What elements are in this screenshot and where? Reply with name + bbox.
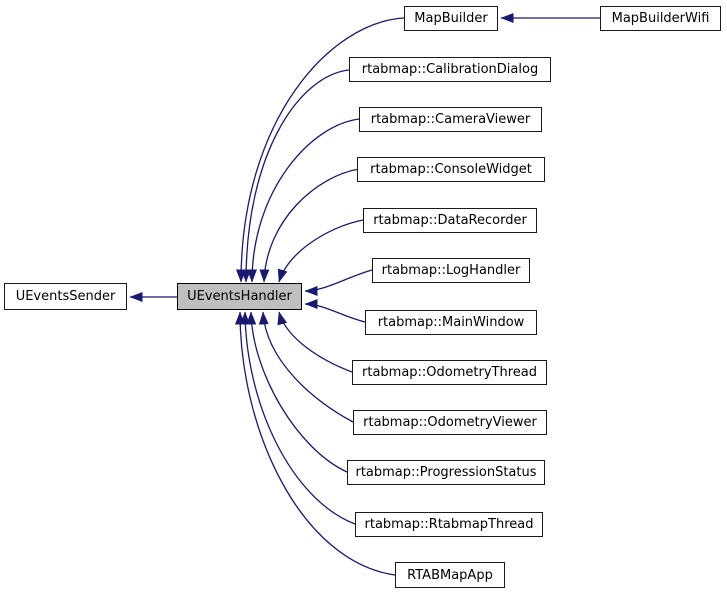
edge-loghandler-to-ueventshandler	[304, 269, 373, 296]
class-node-rtabmapapp[interactable]: RTABMapApp	[395, 562, 505, 588]
class-node-mapbuilderwifi[interactable]: MapBuilderWifi	[600, 6, 721, 31]
class-node-datarecorder[interactable]: rtabmap::DataRecorder	[363, 208, 537, 233]
class-node-ueventshandler: UEventsHandler	[177, 283, 302, 310]
class-node-mainwindow[interactable]: rtabmap::MainWindow	[365, 310, 537, 335]
edge-rtabmapapp-to-ueventshandler	[235, 311, 396, 576]
edge-datarecorder-to-ueventshandler	[277, 219, 364, 283]
edge-progressionstatus-to-ueventshandler	[246, 311, 348, 473]
class-node-odometryviewer[interactable]: rtabmap::OdometryViewer	[353, 410, 547, 435]
class-node-odometrythread[interactable]: rtabmap::OdometryThread	[352, 360, 547, 385]
class-node-cameraviewer[interactable]: rtabmap::CameraViewer	[359, 107, 542, 132]
class-node-loghandler[interactable]: rtabmap::LogHandler	[372, 258, 530, 283]
class-node-progressionstatus[interactable]: rtabmap::ProgressionStatus	[347, 460, 545, 485]
edge-odometrythread-to-ueventshandler	[277, 311, 353, 373]
class-node-mapbuilder[interactable]: MapBuilder	[404, 6, 498, 31]
class-node-rtabmapthread[interactable]: rtabmap::RtabmapThread	[355, 512, 543, 537]
class-node-consolewidget[interactable]: rtabmap::ConsoleWidget	[357, 157, 545, 182]
class-node-calibrationdialog[interactable]: rtabmap::CalibrationDialog	[349, 57, 551, 82]
edge-mainwindow-to-ueventshandler	[304, 299, 366, 323]
edge-consolewidget-to-ueventshandler	[259, 168, 360, 283]
class-node-ueventssender[interactable]: UEventsSender	[4, 283, 127, 310]
edge-cameraviewer-to-ueventshandler	[247, 118, 360, 283]
edge-calibrationdialog-to-ueventshandler	[241, 69, 350, 283]
edge-mapbuilder-to-ueventshandler	[236, 17, 405, 283]
edge-rtabmapthread-to-ueventshandler	[240, 311, 356, 525]
edge-odometryviewer-to-ueventshandler	[258, 311, 354, 423]
